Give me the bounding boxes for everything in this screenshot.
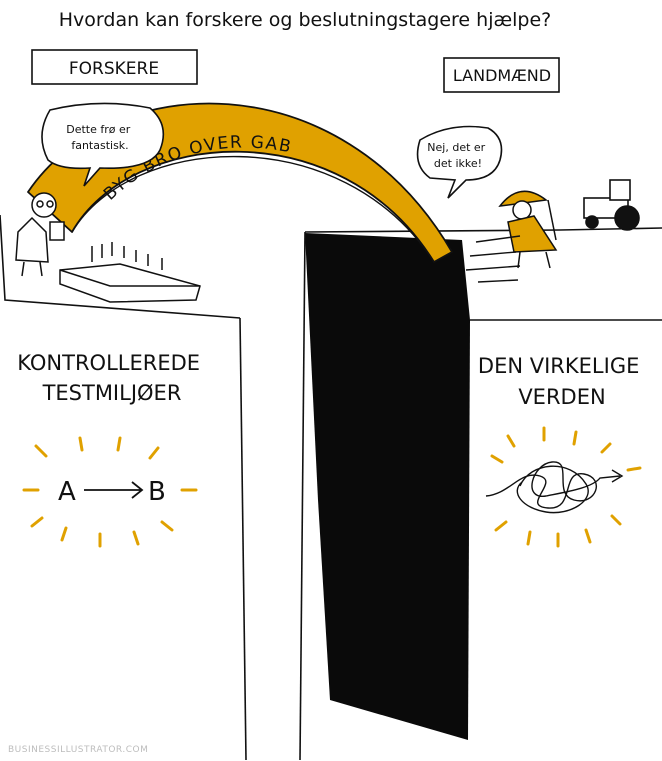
diagram-to: B bbox=[148, 477, 166, 507]
farmers-label-box: LANDMÆND bbox=[443, 57, 560, 93]
tractor-icon bbox=[583, 179, 640, 231]
glow-rays-icon bbox=[490, 426, 642, 548]
gap-edge bbox=[299, 231, 306, 761]
farmer-speech-line-2: det ikke! bbox=[434, 157, 482, 170]
bridge-underside bbox=[71, 155, 435, 263]
arrow-icon bbox=[84, 481, 144, 499]
right-heading-line-1: DEN VIRKELIGE bbox=[478, 354, 639, 378]
left-heading: KONTROLLEREDE TESTMILJØER bbox=[17, 351, 206, 405]
farmer-figure bbox=[498, 190, 558, 269]
tangle-diagram bbox=[485, 426, 642, 548]
researchers-label-box: FORSKERE bbox=[31, 49, 198, 85]
farmers-label: LANDMÆND bbox=[453, 66, 551, 85]
researcher-speech-text: Dette frø er fantastisk. bbox=[66, 123, 134, 152]
watermark: BUSINESSILLUSTRATOR.COM bbox=[8, 745, 148, 755]
researchers-label: FORSKERE bbox=[69, 59, 159, 79]
researcher-speech-line-1: Dette frø er bbox=[66, 123, 131, 136]
gap bbox=[305, 233, 470, 740]
glow-rays-icon bbox=[22, 436, 198, 548]
researcher-speech-bubble: Dette frø er fantastisk. bbox=[41, 102, 165, 187]
farmer-speech-bubble: Nej, det er det ikke! bbox=[416, 125, 503, 199]
right-heading: DEN VIRKELIGE VERDEN bbox=[478, 354, 646, 409]
farmer-speech-text: Nej, det er det ikke! bbox=[427, 141, 488, 170]
left-heading-line-1: KONTROLLEREDE bbox=[17, 351, 200, 375]
right-heading-line-2: VERDEN bbox=[518, 385, 605, 409]
diagram-from: A bbox=[58, 477, 76, 507]
a-to-b-diagram: A B bbox=[22, 436, 198, 548]
field-furrows bbox=[465, 235, 521, 283]
tangle-icon bbox=[485, 461, 624, 514]
farmer-speech-line-1: Nej, det er bbox=[427, 141, 485, 154]
researcher-figure bbox=[15, 192, 65, 277]
left-heading-line-2: TESTMILJØER bbox=[42, 381, 182, 405]
seedling-tray bbox=[59, 242, 201, 303]
page-title: Hvordan kan forskere og beslutningstager… bbox=[59, 9, 552, 31]
researcher-speech-line-2: fantastisk. bbox=[71, 139, 128, 152]
